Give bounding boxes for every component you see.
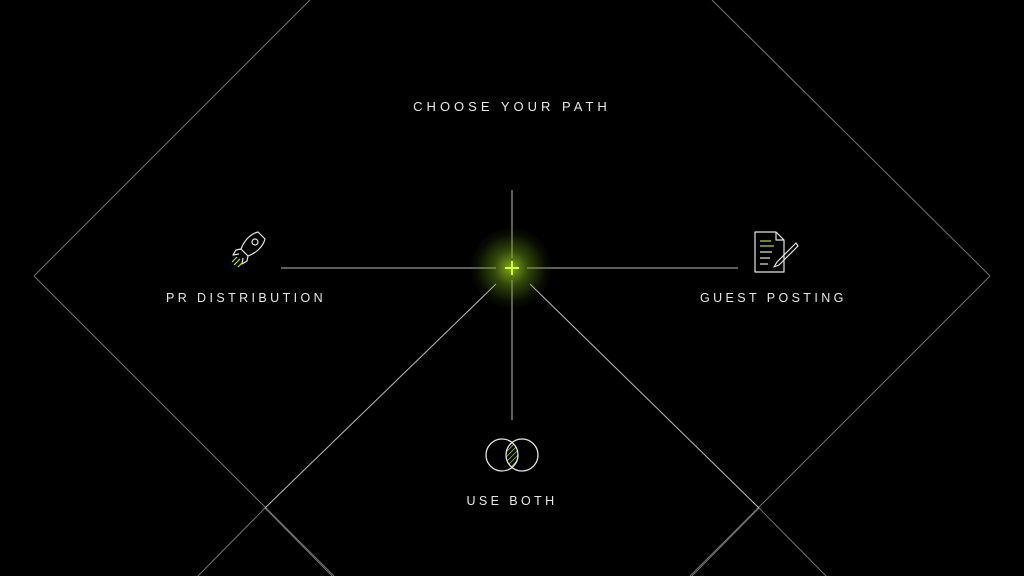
overlapping-circles-icon	[485, 438, 539, 472]
document-pencil-icon	[754, 231, 799, 273]
diamond-frame	[33, 0, 991, 576]
option-guest-posting[interactable]: GUEST POSTING	[700, 291, 847, 305]
option-pr-distribution[interactable]: PR DISTRIBUTION	[166, 291, 327, 305]
option-use-both[interactable]: USE BOTH	[466, 494, 558, 508]
plus-icon	[505, 261, 519, 275]
page-title: CHOOSE YOUR PATH	[413, 99, 611, 114]
rocket-icon	[231, 231, 266, 268]
